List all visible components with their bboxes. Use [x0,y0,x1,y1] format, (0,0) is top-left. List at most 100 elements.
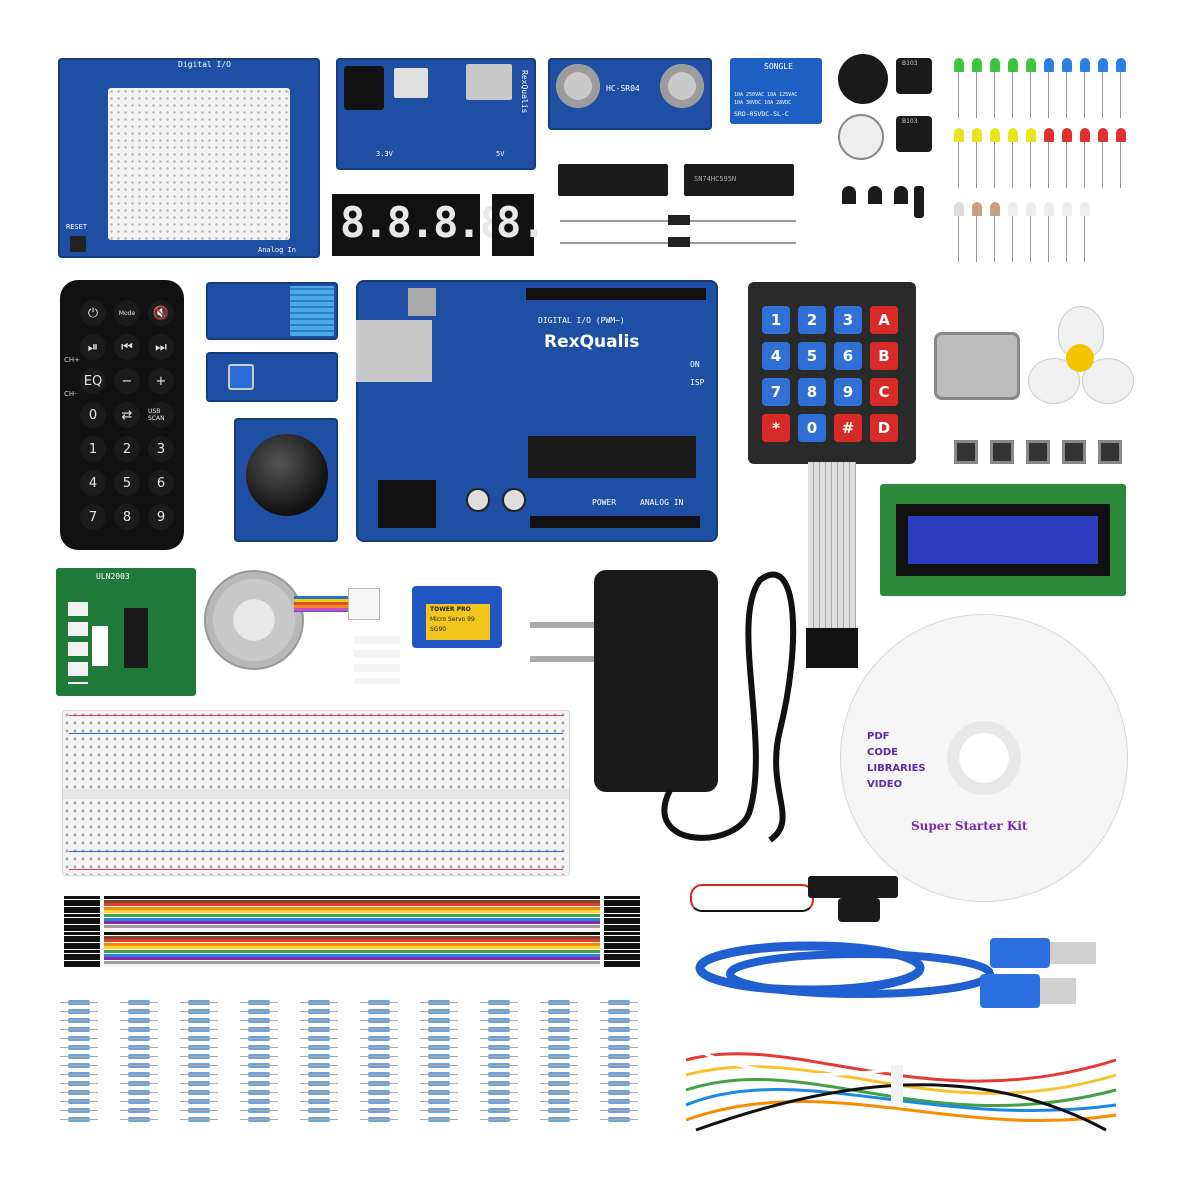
pot-label: B103 [902,60,918,67]
dupont-connector [64,960,100,964]
resistor-lead [420,1011,458,1012]
breadboard-rail-top-blue [69,733,563,734]
remote-key: 1 [80,436,106,462]
keypad-key: 9 [834,378,862,406]
led-leg [1048,216,1049,262]
remote-ch-plus-label: CH+ [64,356,81,364]
relay-spec1: 10A 250VAC 10A 125VAC [734,92,798,98]
ribbon-wire [104,906,600,910]
uno-dc-jack [378,480,436,528]
remote-key: 4 [80,470,106,496]
resistor-lead [480,1047,518,1048]
resistor-lead [120,1002,158,1003]
ribbon-wire [104,917,600,921]
dupont-connector [64,910,100,914]
resistor-lead [180,1047,218,1048]
resistor-lead [540,1119,578,1120]
resistor-lead [360,1074,398,1075]
ribbon-wire [104,939,600,943]
led-leg [958,142,959,188]
remote-key: 6 [148,470,174,496]
resistor-lead [300,1110,338,1111]
resistor-lead [600,1011,638,1012]
diode-body-2 [668,237,690,247]
led [1062,58,1072,72]
power-switch [394,68,428,98]
resistor-lead [180,1083,218,1084]
passive-buzzer [838,114,884,160]
keypad-key: B [870,342,898,370]
resistor-lead [600,1056,638,1057]
ultrasonic-eye-right [660,64,704,108]
ribbon-wire [104,964,600,968]
resistor-lead [60,1065,98,1066]
resistor-lead [300,1047,338,1048]
resistor-lead [360,1101,398,1102]
resistor-lead [480,1110,518,1111]
resistor-lead [420,1101,458,1102]
shield-analog-label: Analog In [258,246,296,254]
remote-key: USB SCAN [148,402,174,428]
resistor-lead [240,1002,278,1003]
resistor-lead [240,1029,278,1030]
ic-chip-1 [558,164,668,196]
resistor-lead [540,1002,578,1003]
resistor-lead [60,1002,98,1003]
resistor-bank [60,996,660,1126]
shield-reset-label: RESET [66,223,88,231]
resistor-lead [360,1020,398,1021]
resistor-lead [480,1065,518,1066]
led [1098,128,1108,142]
led-leg [1084,72,1085,118]
relay-module: SONGLE 10A 250VAC 10A 125VAC 10A 30VDC 1… [730,58,822,124]
dupont-connector [604,935,640,939]
resistor-lead [180,1011,218,1012]
keypad-key: C [870,378,898,406]
resistor-lead [60,1029,98,1030]
potentiometer-1: B103 [896,58,932,94]
led-leg [1120,72,1121,118]
remote-key: ⏭ [148,334,174,360]
micro-servo: TOWER PRO Micro Servo 99 SG90 [412,586,502,648]
servo-label-panel: TOWER PRO Micro Servo 99 SG90 [426,604,490,640]
diode-body-1 [668,215,690,225]
relay-spec2: 10A 30VDC 10A 28VDC [734,100,792,106]
led [1116,58,1126,72]
resistor-lead [480,1020,518,1021]
potentiometer-2: B103 [896,116,932,152]
dupont-connector [64,939,100,943]
power-brand: RexQualis [520,70,529,114]
seven-segment-1digit: 8. [492,194,547,256]
resistor-lead [300,1002,338,1003]
resistor-lead [180,1065,218,1066]
resistor-lead [60,1056,98,1057]
dupont-connector [604,914,640,917]
resistor-lead [300,1011,338,1012]
led [1008,202,1018,216]
dc-motor [934,332,1020,400]
resistor-lead [420,1002,458,1003]
resistor-lead [240,1092,278,1093]
led [1008,58,1018,72]
ultrasonic-model: HC-SR04 [606,84,640,93]
dupont-connector [604,960,640,964]
keypad-key: # [834,414,862,442]
resistor-lead [300,1101,338,1102]
battery-clip-plug [808,876,898,898]
resistor-lead [420,1047,458,1048]
resistor-lead [60,1119,98,1120]
dupont-connector [64,928,100,932]
led [954,128,964,142]
keypad-key: 4 [762,342,790,370]
resistor-lead [360,1029,398,1030]
dupont-connector [604,917,640,921]
resistor-lead [180,1038,218,1039]
ribbon-wire [104,946,600,950]
keypad-key: D [870,414,898,442]
resistor-lead [480,1092,518,1093]
resistor-lead [480,1119,518,1120]
jumper-wire-bundle [685,1047,1117,1132]
resistor-lead [300,1083,338,1084]
led [972,202,982,216]
